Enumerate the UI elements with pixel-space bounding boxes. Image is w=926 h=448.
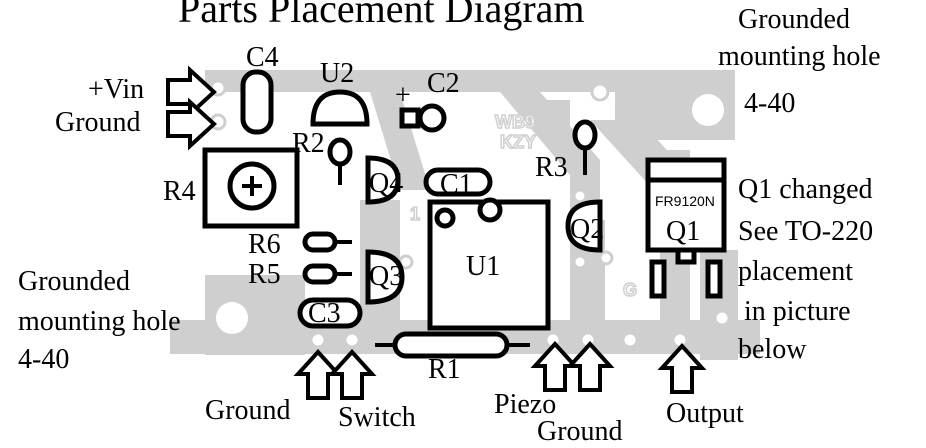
r5-resistor [302,263,338,285]
svg-text:See TO-220: See TO-220 [738,216,873,247]
r4-label: R4 [163,176,196,207]
r1-label: R1 [428,354,461,385]
note-left-hole: Grounded mounting hole 4-40 [18,266,181,375]
u2-regulator [310,89,370,127]
r3-label: R3 [535,152,568,183]
svg-text:placement: placement [738,256,853,287]
pcb-silk-callsign-2: KZY [500,132,536,152]
r3-resistor [572,119,598,151]
note-top-right-hole: Grounded mounting hole 4-40 [718,4,881,119]
q1-tab [645,157,727,183]
output-label: Output [666,398,744,429]
q2-label: Q2 [570,214,604,245]
switch-label: Switch [338,402,416,433]
r1-resistor [392,331,510,359]
piezo-label: Piezo [494,389,556,420]
c2-capacitor [417,103,447,133]
r6-resistor [302,231,338,253]
ground-arrow-bottom-1 [293,349,343,400]
c2-label: C2 [427,68,460,99]
q2-transistor [565,199,603,253]
r5-label: R5 [248,259,281,290]
vin-label: +Vin [88,74,144,105]
c4-capacitor [240,69,274,135]
c1-capacitor [423,167,493,197]
svg-text:4-40: 4-40 [18,344,69,375]
svg-text:mounting hole: mounting hole [18,306,181,337]
output-arrow [657,343,707,394]
svg-text:Q1 changed: Q1 changed [738,174,873,205]
q1-label: Q1 [666,216,700,247]
vin-arrow [166,65,217,119]
pcb-silk-g: G [623,280,637,300]
c2-plus-mark: + [395,80,411,111]
c2-square-pad [399,107,421,129]
ground-label-bottom-1: Ground [205,395,291,426]
r2-resistor [327,137,353,167]
svg-text:below: below [738,334,807,365]
svg-text:mounting hole: mounting hole [718,41,881,72]
pcb-silk-callsign-1: WB9 [495,112,535,132]
q3-label: Q3 [369,261,403,292]
c4-label: C4 [246,42,279,73]
c1-label: C1 [440,169,473,200]
q4-label: Q4 [369,168,403,199]
u1-label: U1 [466,251,500,282]
u2-label: U2 [320,58,354,89]
svg-text:in picture: in picture [744,296,851,327]
svg-text:Grounded: Grounded [18,266,130,297]
c3-label: C3 [308,298,341,329]
q1-transistor [645,177,727,253]
ground-label-top: Ground [55,107,141,138]
ground-arrow [166,97,217,151]
c3-capacitor [297,297,363,329]
svg-text:Grounded: Grounded [738,4,850,35]
svg-text:4-40: 4-40 [744,88,795,119]
piezo-arrow [530,341,580,392]
note-q1-changed: Q1 changed See TO-220 placement in pictu… [738,174,873,365]
q3-transistor [365,249,405,305]
ground-label-bottom-2: Ground [537,416,623,447]
r6-label: R6 [248,229,281,260]
q1-part-number: FR9120N [655,193,715,209]
pcb-silk-1: 1 [410,204,420,224]
ground-arrow-bottom-2 [565,341,615,392]
diagram-title: Parts Placement Diagram [178,0,585,31]
q4-transistor [365,155,401,205]
switch-arrow [327,349,377,400]
